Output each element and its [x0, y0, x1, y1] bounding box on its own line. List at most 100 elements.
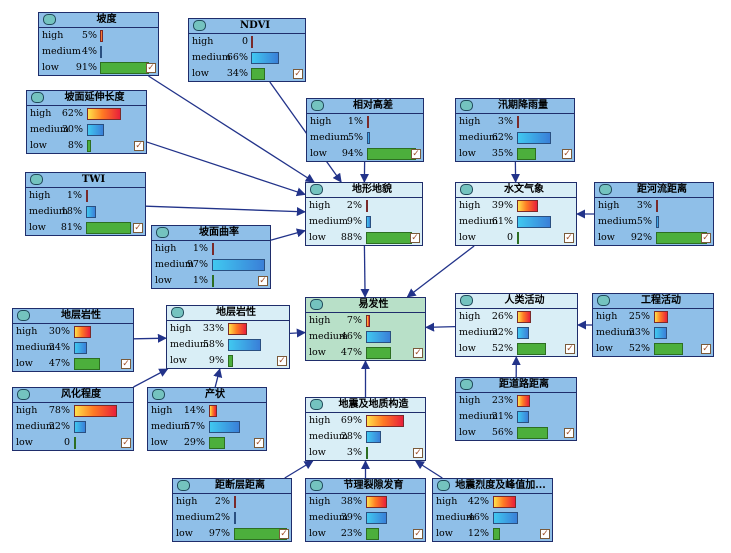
checkmark-icon[interactable]: ✓: [258, 276, 268, 286]
checkmark-icon[interactable]: ✓: [133, 223, 143, 233]
checkmark-icon[interactable]: ✓: [701, 233, 711, 243]
checkmark-icon[interactable]: ✓: [410, 233, 420, 243]
checkmark-icon[interactable]: ✓: [254, 438, 264, 448]
node-header[interactable]: 坡面曲率: [152, 226, 270, 241]
checkmark-icon[interactable]: ✓: [277, 356, 287, 366]
node-header[interactable]: 坡面延伸长度: [27, 91, 146, 106]
node-header[interactable]: 地震烈度及峰值加...: [433, 479, 552, 494]
checkmark-icon[interactable]: ✓: [411, 149, 421, 159]
checkmark-icon[interactable]: ✓: [293, 69, 303, 79]
node-header[interactable]: 汛期降雨量: [456, 99, 574, 114]
checkmark-icon[interactable]: ✓: [279, 529, 289, 539]
node-header[interactable]: 距道路距离: [456, 378, 576, 393]
checkmark-icon[interactable]: ✓: [564, 428, 574, 438]
node-header[interactable]: 产状: [148, 388, 266, 403]
checkmark-icon[interactable]: ✓: [121, 359, 131, 369]
node-header[interactable]: 地层岩性: [167, 306, 289, 321]
node-header[interactable]: 地震及地质构造: [306, 398, 425, 413]
node-header[interactable]: TWI: [26, 173, 145, 188]
node-header[interactable]: 易发性: [306, 298, 425, 313]
node-header[interactable]: 坡度: [39, 13, 158, 28]
checkmark-icon[interactable]: ✓: [565, 344, 575, 354]
checkmark-icon[interactable]: ✓: [540, 529, 550, 539]
node-header[interactable]: 地形地貌: [306, 183, 422, 198]
node-header[interactable]: 相对高差: [307, 99, 423, 114]
checkmark-icon[interactable]: ✓: [146, 63, 156, 73]
node-header[interactable]: NDVI: [189, 19, 305, 34]
node-header[interactable]: 节理裂隙发育: [306, 479, 425, 494]
node-header[interactable]: 风化程度: [13, 388, 133, 403]
checkmark-icon[interactable]: ✓: [121, 438, 131, 448]
node-header[interactable]: 工程活动: [593, 294, 713, 309]
checkmark-icon[interactable]: ✓: [562, 149, 572, 159]
checkmark-icon[interactable]: ✓: [413, 529, 423, 539]
node-header[interactable]: 水文气象: [456, 183, 576, 198]
checkmark-icon[interactable]: ✓: [413, 348, 423, 358]
node-header[interactable]: 地层岩性: [13, 309, 133, 324]
